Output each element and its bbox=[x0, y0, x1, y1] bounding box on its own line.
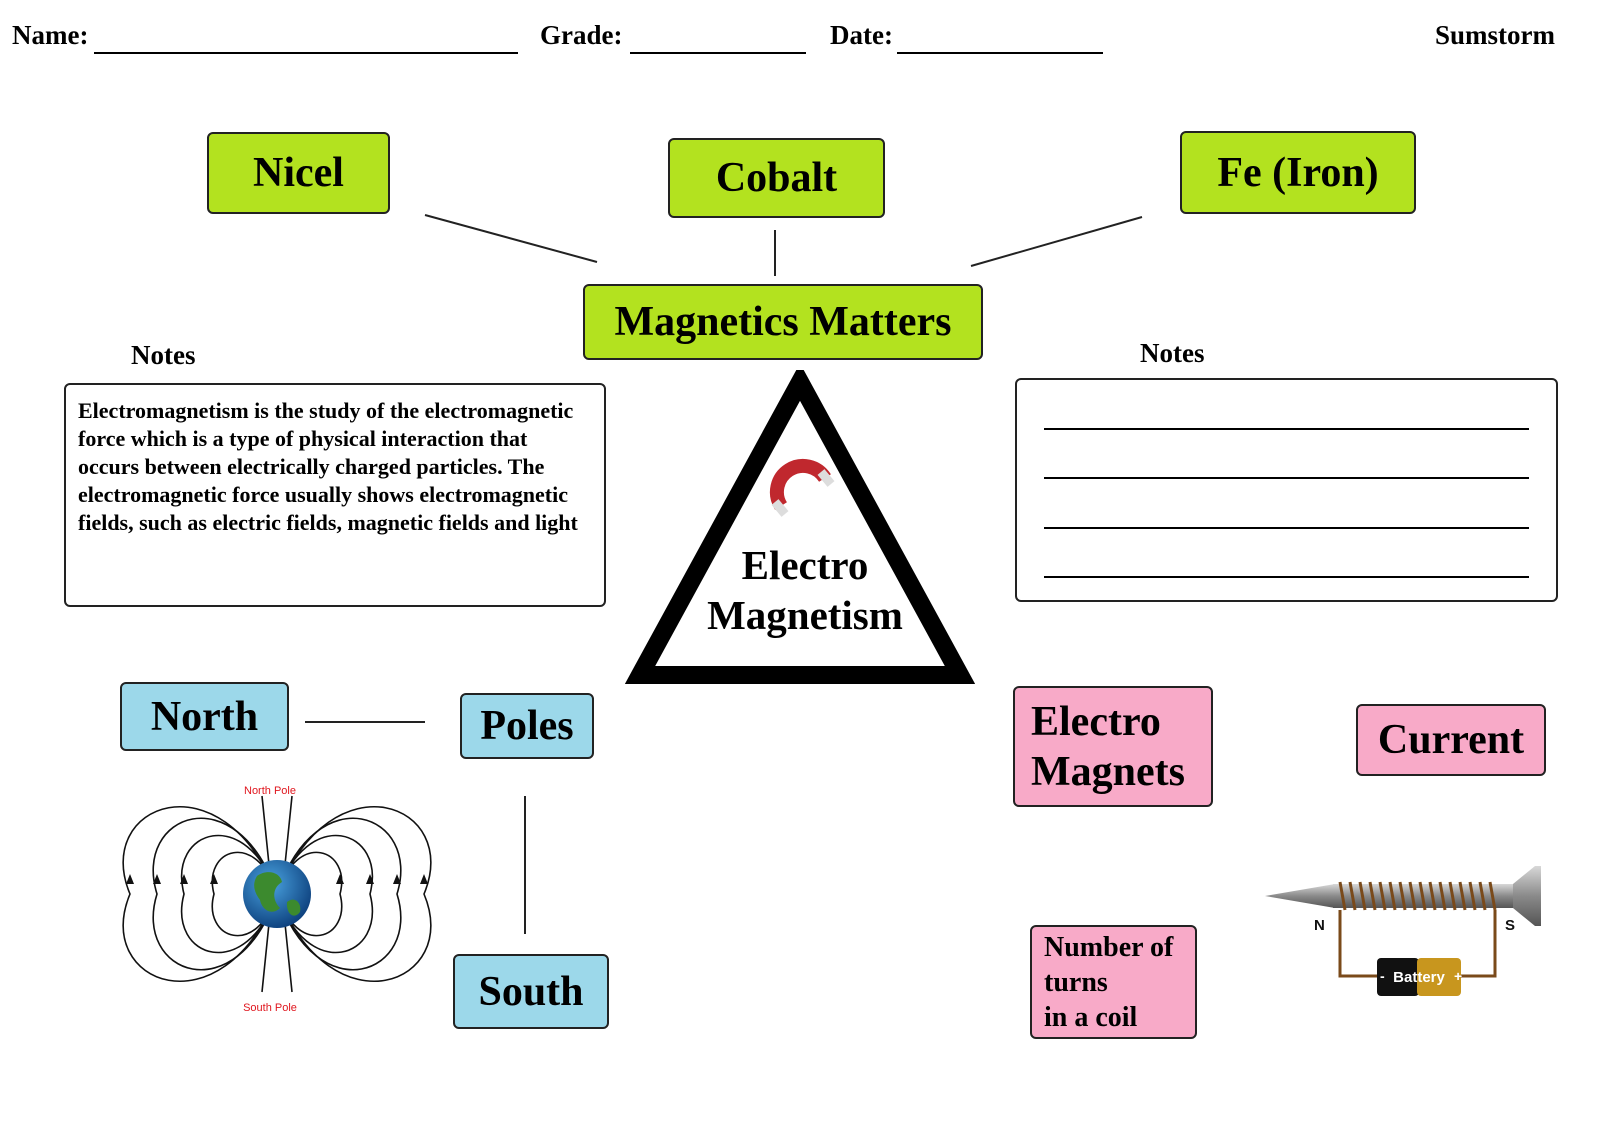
connector-iron bbox=[970, 216, 1143, 267]
current-label: Current bbox=[1377, 717, 1525, 763]
cobalt-box: Cobalt bbox=[668, 138, 885, 218]
wire-right bbox=[1461, 910, 1497, 978]
brand-label: Sumstorm bbox=[1435, 20, 1555, 50]
nicel-label: Nicel bbox=[253, 150, 344, 196]
south-label: South bbox=[478, 968, 584, 1015]
turns-line1: Number of bbox=[1044, 931, 1174, 963]
iron-box: Fe (Iron) bbox=[1180, 131, 1416, 214]
right-notes-title: Notes bbox=[1140, 338, 1205, 368]
current-box: Current bbox=[1356, 704, 1546, 776]
battery-label: Battery bbox=[1393, 969, 1445, 986]
electromagnets-line2: Magnets bbox=[1031, 748, 1185, 795]
note-line[interactable] bbox=[1044, 527, 1529, 529]
center-label: Electro Magnetism bbox=[690, 540, 920, 640]
title-label: Magnetics Matters bbox=[614, 299, 952, 345]
center-label-line1: Electro bbox=[741, 542, 869, 588]
grade-label: Grade: bbox=[540, 20, 623, 50]
north-pole-label: North Pole bbox=[244, 785, 296, 797]
note-line[interactable] bbox=[1044, 576, 1529, 578]
name-blank[interactable] bbox=[94, 52, 518, 54]
battery-plus: + bbox=[1454, 968, 1462, 984]
turns-line2: turns bbox=[1044, 966, 1108, 998]
north-box: North bbox=[120, 682, 289, 751]
center-triangle bbox=[625, 370, 975, 684]
wire-left bbox=[1338, 910, 1377, 978]
nicel-box: Nicel bbox=[207, 132, 390, 214]
left-notes-box: Electromagnetism is the study of the ele… bbox=[64, 383, 606, 607]
electromagnets-box: Electro Magnets bbox=[1013, 686, 1213, 807]
turns-box: Number of turns in a coil bbox=[1030, 925, 1197, 1039]
north-label: North bbox=[150, 693, 259, 740]
poles-box: Poles bbox=[460, 693, 594, 759]
right-notes-box[interactable] bbox=[1015, 378, 1558, 602]
note-line[interactable] bbox=[1044, 477, 1529, 479]
left-notes-title: Notes bbox=[131, 340, 196, 370]
poles-label: Poles bbox=[480, 703, 574, 749]
battery-icon: Battery - + bbox=[1377, 958, 1462, 996]
iron-label: Fe (Iron) bbox=[1217, 149, 1379, 196]
horseshoe-magnet-icon bbox=[769, 458, 835, 517]
cobalt-label: Cobalt bbox=[715, 155, 838, 201]
turns-line3: in a coil bbox=[1044, 1001, 1138, 1033]
battery-minus: - bbox=[1380, 968, 1385, 984]
nail-s-label: S bbox=[1505, 917, 1515, 934]
left-notes-text: Electromagnetism is the study of the ele… bbox=[78, 398, 578, 535]
date-blank[interactable] bbox=[897, 52, 1103, 54]
center-label-line2: Magnetism bbox=[707, 592, 903, 638]
coil-icon bbox=[1338, 881, 1497, 911]
south-box: South bbox=[453, 954, 609, 1029]
nail-electromagnet-figure: Battery - + N S bbox=[1265, 866, 1541, 996]
date-label: Date: bbox=[830, 20, 893, 50]
connector-nicel bbox=[424, 214, 598, 263]
grade-blank[interactable] bbox=[630, 52, 806, 54]
nail-n-label: N bbox=[1314, 917, 1325, 934]
name-label: Name: bbox=[12, 20, 89, 50]
south-pole-label: South Pole bbox=[243, 1002, 297, 1014]
note-line[interactable] bbox=[1044, 428, 1529, 430]
earth-field-figure: North Pole South Pole bbox=[122, 785, 432, 1014]
electromagnets-line1: Electro bbox=[1031, 698, 1161, 745]
earth-globe-icon bbox=[243, 860, 311, 928]
title-box: Magnetics Matters bbox=[583, 284, 983, 360]
